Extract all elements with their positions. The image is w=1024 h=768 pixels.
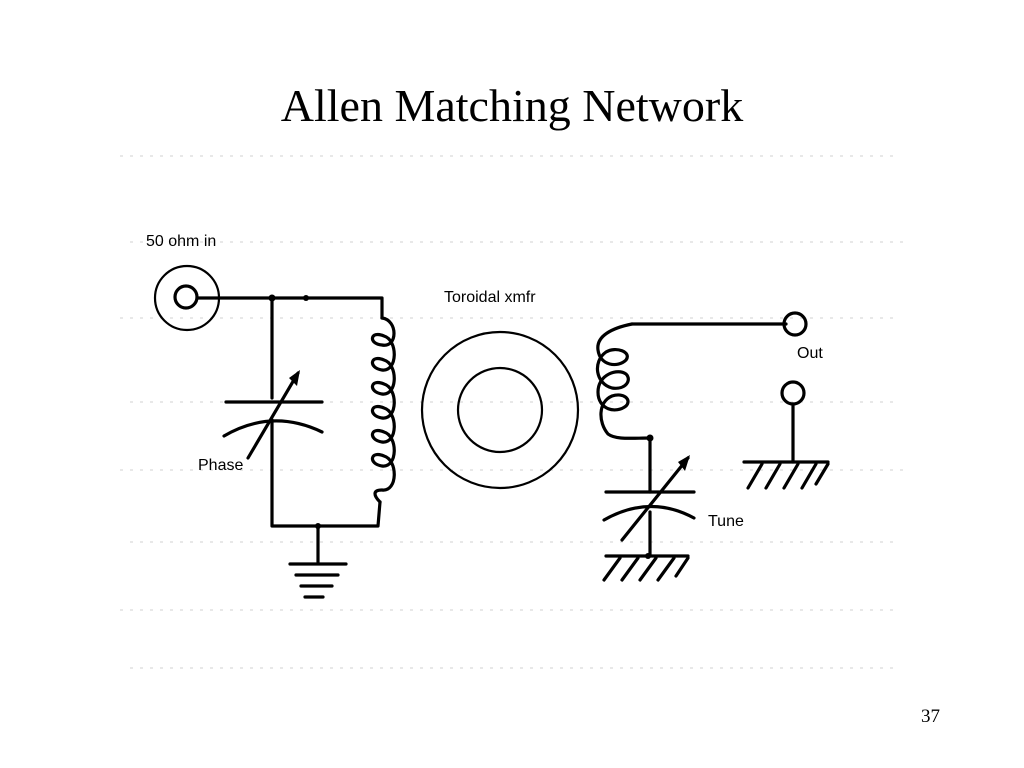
junction-dot [268,294,276,302]
page-number: 37 [921,706,940,727]
primary-circuit-wires [195,296,384,564]
secondary-coil-symbol [595,322,652,440]
junction-dot [315,523,321,529]
transformer-label: Toroidal xmfr [444,289,536,306]
ground-symbol-output [742,460,830,490]
ground-symbol-tune [602,554,690,582]
junction-dot [303,295,309,301]
ground-symbol-primary [288,562,348,599]
toroidal-transformer-symbol [420,330,580,490]
tune-capacitor-symbol [602,455,696,542]
output-terminals [780,311,808,464]
input-label: 50 ohm in [146,233,216,250]
junction-dot [646,434,654,442]
slide-title: Allen Matching Network [280,80,744,131]
phase-capacitor-symbol [222,370,324,460]
scan-artifact-lines [120,155,910,669]
secondary-circuit-wires [630,322,788,558]
output-label: Out [797,345,823,362]
phase-capacitor-label: Phase [198,457,243,474]
tune-capacitor-label: Tune [708,513,744,530]
primary-coil-symbol [370,316,396,504]
